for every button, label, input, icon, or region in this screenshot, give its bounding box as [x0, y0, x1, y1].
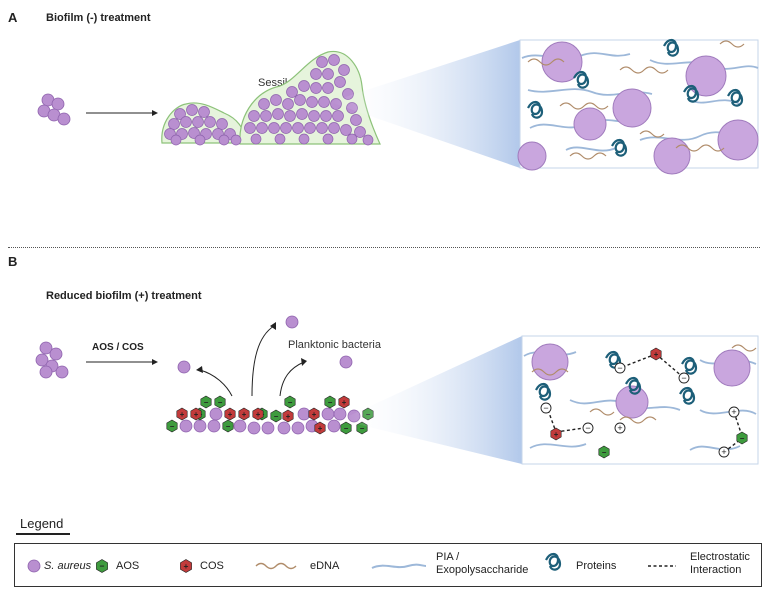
cos-molecule: +	[308, 407, 320, 421]
svg-text:+: +	[617, 423, 622, 433]
svg-text:+: +	[286, 412, 291, 421]
pia-icon	[371, 563, 427, 569]
planktonic-bacteria-label: Planktonic bacteria	[288, 339, 381, 351]
bacteria-cluster-a	[37, 93, 71, 126]
cos-molecule: +	[252, 407, 264, 421]
svg-text:−: −	[204, 398, 209, 407]
edna-icon	[255, 562, 297, 570]
svg-text:−: −	[543, 403, 548, 413]
legend-label-aos: AOS	[116, 560, 140, 572]
aos-molecule: −	[284, 395, 296, 409]
cos-molecule: +	[176, 407, 188, 421]
cos-molecule: +	[650, 347, 662, 361]
svg-text:+: +	[318, 424, 323, 433]
sessile-bacteria-right	[244, 54, 374, 146]
sessile-bacteria-left	[164, 104, 242, 146]
zoom-cone-a	[330, 40, 520, 168]
panel-a-title: Biofilm (-) treatment	[46, 12, 151, 24]
bacteria-cluster-b	[35, 341, 69, 379]
legend-label-proteins: Proteins	[576, 560, 617, 572]
cos-molecules: +++++++++	[176, 395, 350, 435]
svg-text:+: +	[654, 350, 659, 359]
legend-title-underline	[16, 533, 70, 535]
panel-b-title: Reduced biofilm (+) treatment	[46, 290, 202, 302]
svg-text:+: +	[180, 410, 185, 419]
svg-text:−: −	[617, 363, 622, 373]
svg-text:−: −	[740, 434, 745, 443]
svg-text:+: +	[312, 410, 317, 419]
aos-cos-arrow-label: AOS / COS	[92, 342, 144, 353]
svg-text:+: +	[554, 430, 559, 439]
aos-molecule: −	[222, 419, 234, 433]
svg-text:−: −	[226, 422, 231, 431]
s-aureus-icon	[27, 559, 41, 573]
svg-text:−: −	[218, 398, 223, 407]
panel-a-letter: A	[8, 10, 18, 25]
cos-molecule: +	[282, 409, 294, 423]
svg-text:+: +	[256, 410, 261, 419]
svg-text:+: +	[721, 447, 726, 457]
svg-text:+: +	[242, 410, 247, 419]
aos-molecule: −	[324, 395, 336, 409]
svg-text:−: −	[585, 423, 590, 433]
svg-text:+: +	[342, 398, 347, 407]
svg-text:−: −	[274, 412, 279, 421]
release-arrows	[199, 325, 305, 397]
legend-label-electrostatic: Electrostatic Interaction	[690, 551, 750, 576]
legend-title: Legend	[20, 516, 64, 531]
aos-molecule: −	[200, 395, 212, 409]
aos-molecule: −	[598, 445, 610, 459]
section-divider	[8, 247, 760, 248]
legend-label-s-aureus: S. aureus	[44, 560, 92, 572]
cos-molecule: +	[190, 407, 202, 421]
svg-text:−: −	[288, 398, 293, 407]
cos-molecule: +	[338, 395, 350, 409]
legend-label-pia: PIA / Exopolysaccharide	[436, 551, 529, 576]
svg-text:−: −	[344, 424, 349, 433]
aos-molecule: −	[270, 409, 282, 423]
cos-icon: +	[180, 559, 192, 573]
cos-molecule: +	[238, 407, 250, 421]
svg-text:+: +	[184, 561, 189, 571]
svg-text:+: +	[194, 410, 199, 419]
aos-molecule: −	[166, 419, 178, 433]
reduced-biofilm-layer	[179, 407, 361, 435]
cos-molecule: +	[314, 421, 326, 435]
arrow-b	[86, 359, 158, 365]
arrow-a	[86, 110, 158, 116]
svg-text:−: −	[100, 561, 105, 571]
legend-label-edna: eDNA	[310, 560, 340, 572]
svg-text:−: −	[170, 422, 175, 431]
cos-molecule: +	[224, 407, 236, 421]
svg-text:−: −	[360, 424, 365, 433]
svg-text:+: +	[731, 407, 736, 417]
aos-molecule: −	[736, 431, 748, 445]
legend-label-cos: COS	[200, 560, 224, 572]
zoom-cone-b	[340, 336, 522, 464]
svg-text:−: −	[681, 373, 686, 383]
inset-b-content: − − − − + + + + + − −	[523, 343, 757, 459]
aos-molecule: −	[340, 421, 352, 435]
protein-icon	[545, 552, 562, 571]
legend-box	[14, 543, 762, 587]
aos-icon: −	[96, 559, 108, 573]
planktonic-bacteria	[177, 315, 353, 374]
svg-text:−: −	[602, 448, 607, 457]
panel-b-letter: B	[8, 254, 18, 269]
inset-a-content	[517, 38, 759, 175]
svg-text:−: −	[328, 398, 333, 407]
aos-molecule: −	[214, 395, 226, 409]
svg-text:+: +	[228, 410, 233, 419]
cos-molecule: +	[550, 427, 562, 441]
